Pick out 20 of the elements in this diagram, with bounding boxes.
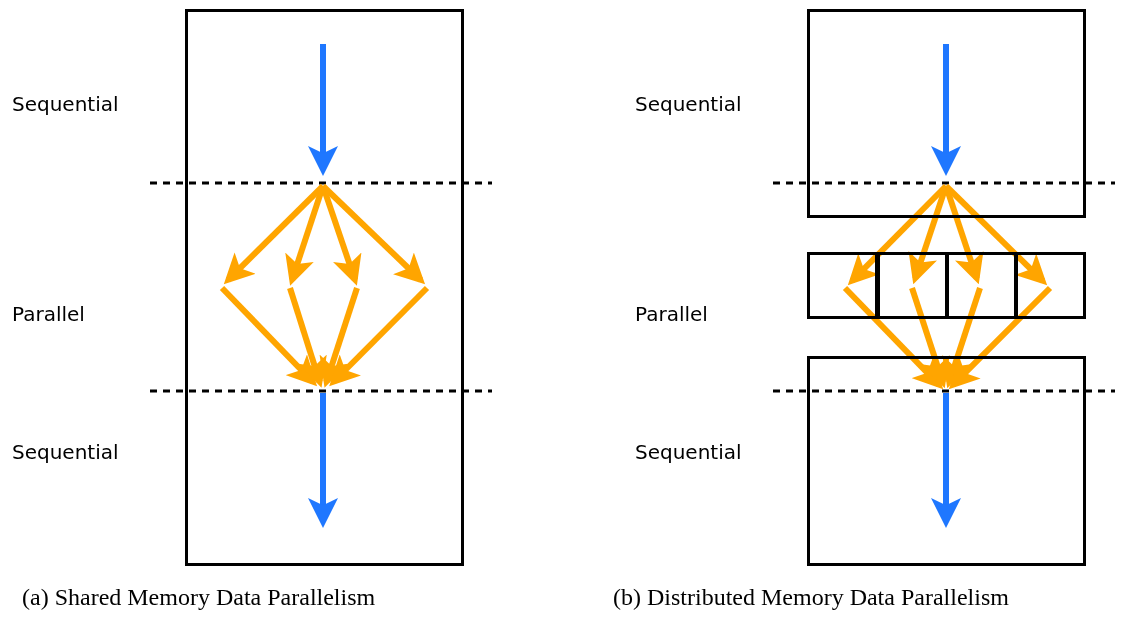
arrow [943, 183, 1048, 286]
phase-label: Parallel [635, 302, 708, 326]
panel-box [807, 9, 1086, 218]
arrow [842, 285, 944, 390]
phase-label: Sequential [12, 92, 119, 116]
phase-label: Sequential [635, 92, 742, 116]
phase-label: Parallel [12, 302, 85, 326]
arrow [908, 185, 949, 285]
panel-box [807, 356, 1086, 566]
memory-cell [946, 252, 1017, 319]
arrow [948, 285, 1053, 390]
panel-box [185, 9, 464, 566]
phase-label: Sequential [12, 440, 119, 464]
arrow [942, 287, 983, 389]
arrow [909, 287, 950, 389]
phase-label: Sequential [635, 440, 742, 464]
arrow [943, 185, 984, 285]
figure-caption: (b) Distributed Memory Data Parallelism [613, 584, 1009, 611]
memory-cell [877, 252, 948, 319]
figure-caption: (a) Shared Memory Data Parallelism [22, 584, 376, 611]
